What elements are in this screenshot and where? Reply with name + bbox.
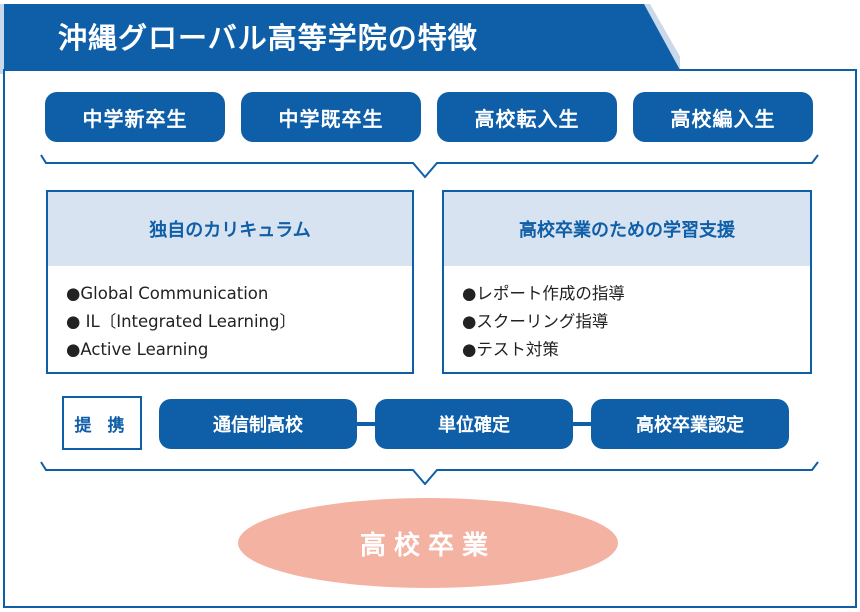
- support-panel: 高校卒業のための学習支援 ●レポート作成の指導 ●スクーリング指導 ●テスト対策: [442, 190, 812, 374]
- partnership-label: 提 携: [62, 396, 142, 450]
- support-item: ●スクーリング指導: [462, 312, 609, 331]
- entry-past-junior-graduate: 中学既卒生: [241, 92, 421, 142]
- step-credit-confirmation: 単位確定: [375, 399, 573, 449]
- page-title: 沖縄グローバル高等学院の特徴: [58, 21, 478, 55]
- support-item: ●テスト対策: [462, 340, 559, 359]
- support-heading: 高校卒業のための学習支援: [444, 192, 810, 266]
- curriculum-panel: 独自のカリキュラム ●Global Communication ● IL〔Int…: [46, 190, 414, 374]
- bracket-bottom: [40, 461, 819, 486]
- step-graduation-certification: 高校卒業認定: [591, 399, 789, 449]
- graduation-result: 高校卒業: [238, 498, 618, 588]
- entry-high-school-transfer: 高校転入生: [437, 92, 617, 142]
- support-list: ●レポート作成の指導 ●スクーリング指導 ●テスト対策: [462, 280, 800, 364]
- step-connector: [340, 422, 390, 426]
- step-connector: [560, 422, 610, 426]
- step-correspondence-school: 通信制高校: [159, 399, 357, 449]
- curriculum-item: ●Active Learning: [66, 340, 209, 359]
- entry-high-school-readmission: 高校編入生: [633, 92, 813, 142]
- curriculum-item: ● IL〔Integrated Learning〕: [66, 312, 296, 331]
- curriculum-heading: 独自のカリキュラム: [48, 192, 412, 266]
- curriculum-item: ●Global Communication: [66, 284, 269, 303]
- support-item: ●レポート作成の指導: [462, 284, 625, 303]
- entry-new-junior-graduate: 中学新卒生: [45, 92, 225, 142]
- title-tab: [4, 4, 680, 70]
- bracket-top: [40, 154, 819, 179]
- curriculum-list: ●Global Communication ● IL〔Integrated Le…: [66, 280, 402, 364]
